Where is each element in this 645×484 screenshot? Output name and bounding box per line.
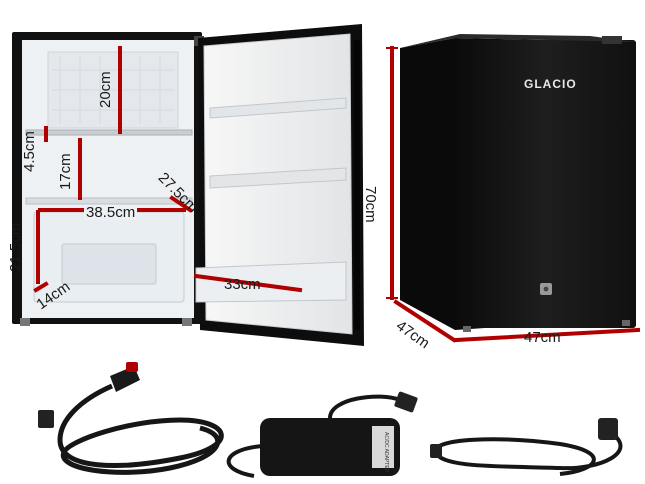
dim-line-14cm	[33, 281, 49, 293]
fridge-connector	[38, 410, 54, 428]
mains-plug	[598, 418, 618, 440]
mains-cord-coil	[434, 430, 623, 476]
foot-front-left	[463, 326, 471, 332]
iec-connector	[430, 444, 442, 458]
car-cable-coil	[57, 383, 224, 475]
foot-front-right	[622, 320, 630, 326]
adapter-plug	[394, 391, 418, 413]
door-shelf-lower	[195, 261, 347, 303]
closed-fridge	[400, 34, 636, 332]
door-seal	[354, 40, 360, 330]
dimension-lines	[33, 46, 641, 343]
mains-power-cord	[430, 418, 623, 476]
brand-logo: GLACIO	[524, 77, 577, 91]
glass-shelf	[25, 197, 193, 205]
car-plug	[110, 366, 140, 392]
adapter-label-panel	[372, 426, 394, 468]
adapter-body	[260, 418, 400, 476]
dim-label-4-5cm: 4.5cm	[21, 131, 38, 172]
adapter-label: AC/DC ADAPTER	[383, 432, 389, 473]
door-shelf-upper	[209, 97, 347, 119]
ac-adapter	[226, 391, 418, 478]
dim-label-20cm: 20cm	[97, 71, 114, 108]
dim-line-47cm-depth	[393, 299, 457, 343]
crisper-front	[61, 243, 157, 285]
dim-line-33cm	[193, 273, 303, 293]
fridge-top	[400, 34, 636, 48]
open-door	[195, 24, 364, 346]
open-fridge	[12, 32, 204, 326]
dim-label-70cm: 70cm	[362, 186, 379, 223]
adapter-cable	[328, 394, 401, 419]
dim-label-17cm: 17cm	[57, 153, 74, 190]
dim-label-47cm-width: 47cm	[524, 329, 561, 346]
car-plug-tip	[126, 362, 138, 372]
dim-line-47cm-width	[453, 327, 641, 343]
dimension-caps	[386, 47, 398, 299]
foot-left	[20, 318, 30, 326]
door-shelf-middle	[209, 167, 347, 189]
fridge-front	[455, 40, 636, 328]
dim-line-27-5cm	[169, 195, 193, 213]
car-power-cable	[38, 362, 224, 475]
keyhole-icon	[543, 286, 549, 292]
dim-label-33cm: 33cm	[224, 276, 261, 293]
foot-right	[182, 318, 192, 326]
dim-label-21-5cm: 21.5cm	[7, 222, 24, 272]
wire-shelf-upper	[25, 129, 193, 136]
dim-label-38-5cm: 38.5cm	[84, 204, 138, 221]
top-hinge	[602, 36, 622, 44]
adapter-output-cable	[226, 444, 263, 478]
